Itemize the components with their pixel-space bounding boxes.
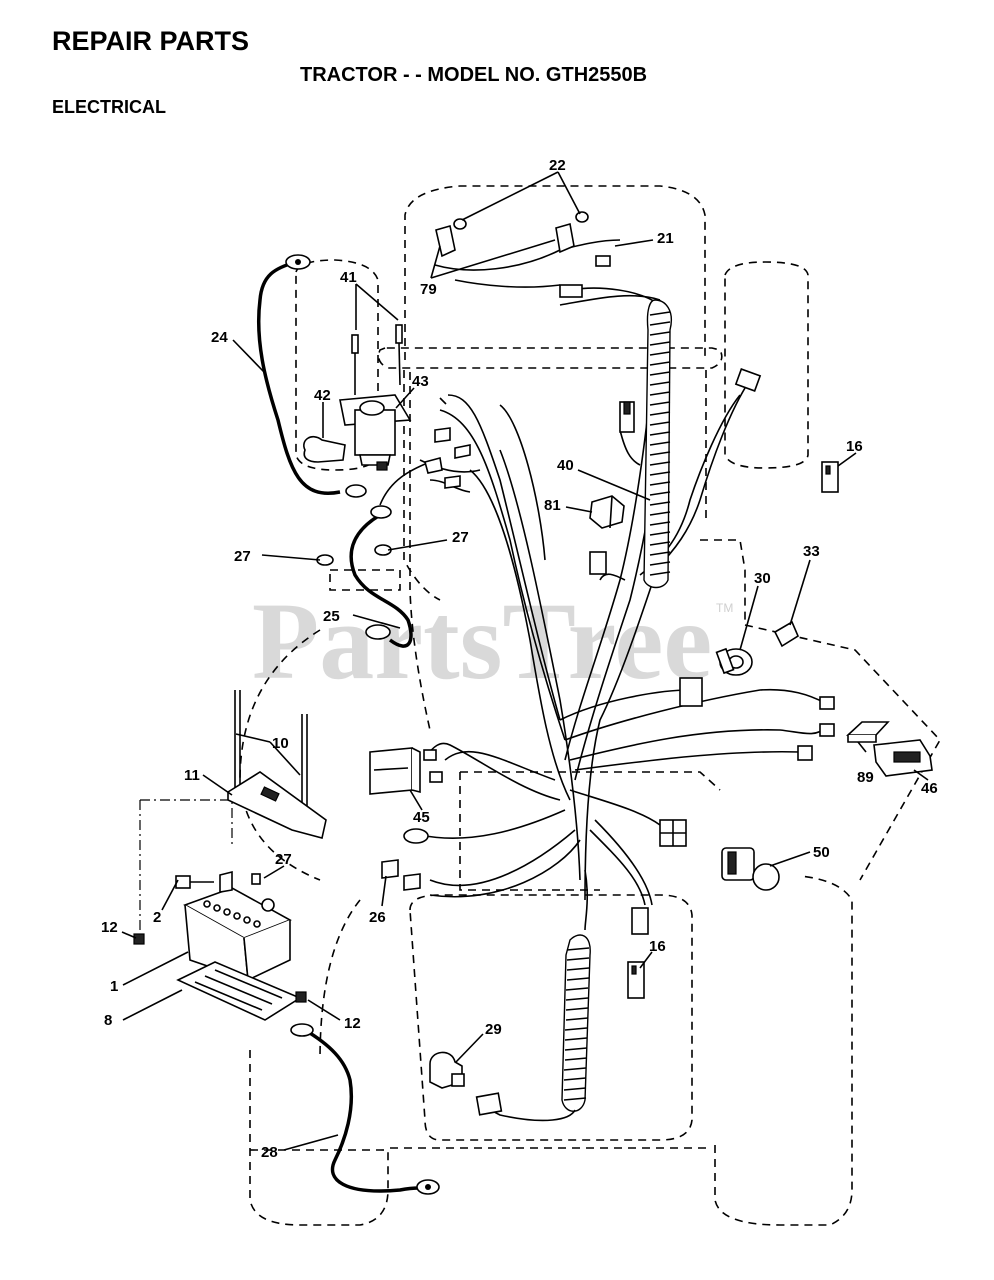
callout-11: 11	[184, 767, 200, 784]
switch-29	[429, 1051, 465, 1089]
callout-45: 45	[413, 809, 430, 826]
connectors	[423, 368, 835, 1116]
callout-30: 30	[754, 570, 771, 587]
nuts-27	[316, 544, 392, 566]
coiled-loom-upper	[643, 299, 672, 589]
callout-89: 89	[857, 769, 874, 786]
callout-16-lower: 16	[649, 938, 666, 955]
callout-25: 25	[323, 608, 340, 625]
callout-1: 1	[110, 978, 118, 995]
bracket-89	[845, 721, 890, 743]
callout-10: 10	[272, 735, 289, 752]
callout-81: 81	[544, 497, 561, 514]
hour-meter-46	[873, 739, 933, 777]
callout-8: 8	[104, 1012, 112, 1029]
callout-labels: 22 21 79 41 24 42 43 16 40 81 27 27 33 3…	[101, 157, 938, 1161]
coiled-loom-lower	[477, 934, 591, 1122]
page-title: REPAIR PARTS	[52, 26, 250, 56]
battery-holddown	[227, 690, 327, 839]
fuses-26	[381, 859, 421, 891]
tractor-outline	[139, 185, 941, 1226]
callout-12-left: 12	[101, 919, 118, 936]
callout-26: 26	[369, 909, 386, 926]
callout-42: 42	[314, 387, 331, 404]
wire-harness	[379, 239, 826, 931]
model-subtitle: TRACTOR - - MODEL NO. GTH2550B	[300, 64, 648, 86]
switch-33	[773, 620, 800, 648]
watermark: PartsTree	[252, 580, 712, 702]
callout-21: 21	[657, 230, 674, 247]
callout-12-right: 12	[344, 1015, 361, 1032]
switch-50	[721, 847, 780, 891]
callout-79: 79	[420, 281, 437, 298]
cable-25	[349, 513, 413, 648]
callout-16-upper: 16	[846, 438, 863, 455]
battery-1	[183, 887, 292, 982]
callout-40: 40	[557, 457, 574, 474]
battery-cables	[256, 254, 440, 1195]
callout-41: 41	[340, 269, 357, 286]
watermark-tm: TM	[716, 601, 733, 615]
callout-27-battery: 27	[275, 851, 292, 868]
callout-24: 24	[211, 329, 228, 346]
callout-33: 33	[803, 543, 820, 560]
terminal-hardware	[133, 870, 307, 1003]
fuse-holder-16-lower	[627, 961, 645, 999]
callout-50: 50	[813, 844, 830, 861]
callout-27-right: 27	[452, 529, 469, 546]
leader-lines	[121, 171, 929, 1151]
section-heading: ELECTRICAL	[52, 97, 166, 117]
callout-46: 46	[921, 780, 938, 797]
callout-27-left: 27	[234, 548, 251, 565]
cable-24	[256, 260, 341, 495]
solenoid-assembly	[303, 324, 412, 471]
fuse-holder-16-upper	[821, 461, 839, 493]
headlight-assembly	[435, 211, 611, 298]
ignition-switch-30	[715, 647, 753, 676]
cable-28	[304, 1028, 421, 1193]
callout-43: 43	[412, 373, 429, 390]
callout-2: 2	[153, 909, 161, 926]
module-45	[369, 747, 421, 795]
callout-29: 29	[485, 1021, 502, 1038]
callout-28: 28	[261, 1144, 278, 1161]
relay-81	[589, 495, 625, 529]
callout-22: 22	[549, 157, 566, 174]
